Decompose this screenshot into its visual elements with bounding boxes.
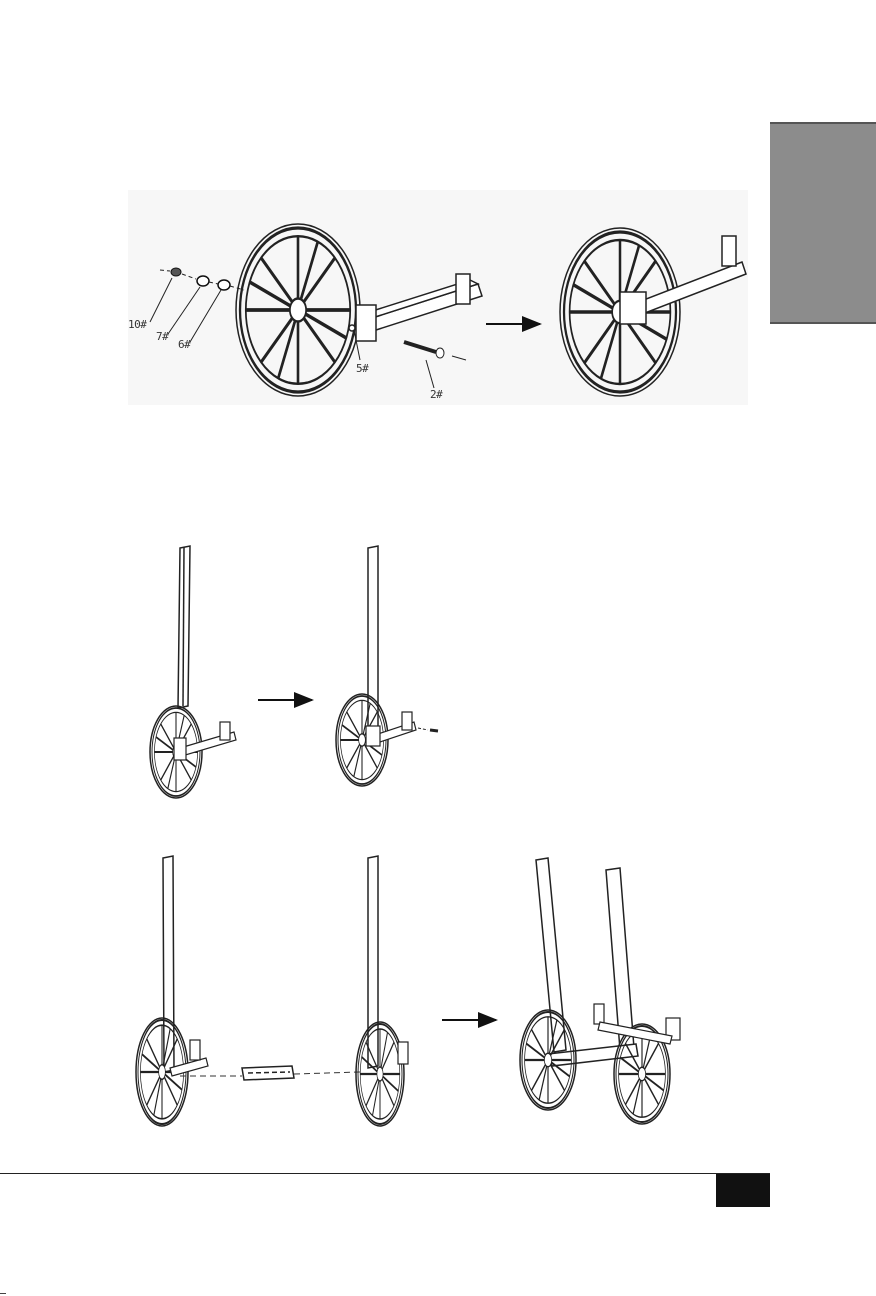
page-number-box (716, 1174, 770, 1207)
wheel-icon (240, 228, 356, 392)
corner-mark (0, 1293, 6, 1294)
cart-icon (520, 858, 680, 1124)
part-label-washer-6: 6# (178, 338, 190, 351)
step-1-exploded (150, 224, 746, 396)
footer-rule (0, 1173, 770, 1174)
post-icon (178, 546, 190, 708)
step-2 (150, 546, 438, 798)
part-label-nut: 10# (128, 318, 146, 331)
part-label-washer-7: 7# (156, 330, 168, 343)
part-label-bolt: 2# (430, 388, 442, 401)
axle-icon (349, 274, 482, 341)
crossbar-icon (242, 1066, 294, 1080)
bolt-icon (404, 342, 466, 360)
nut-icon (160, 268, 181, 276)
washer-icon (182, 274, 244, 290)
part-label-spacer: 5# (356, 362, 368, 375)
step-3 (136, 856, 680, 1126)
